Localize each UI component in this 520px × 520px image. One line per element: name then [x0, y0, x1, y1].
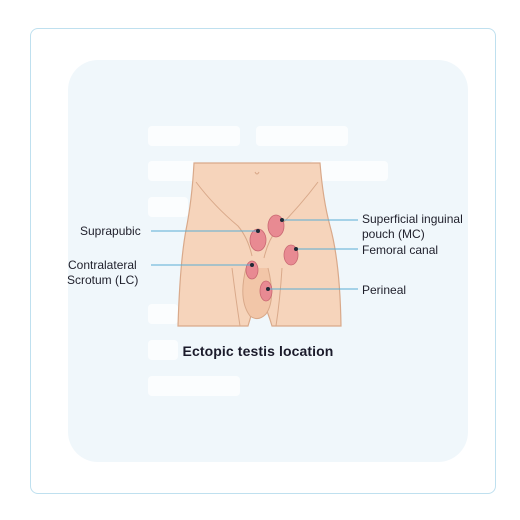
leader-dots — [250, 218, 298, 291]
label-contralateral-line1: Contralateral — [68, 258, 137, 272]
label-superficial-line2: pouch (MC) — [362, 227, 425, 241]
label-perineal: Perineal — [362, 283, 407, 297]
left-groin-crease — [195, 181, 253, 257]
femoral-dot — [294, 247, 298, 251]
superficial-inguinal-testis — [267, 214, 285, 238]
placeholder-bar — [148, 304, 178, 324]
contralateral-dot — [250, 263, 254, 267]
placeholder-bar — [148, 376, 240, 396]
placeholder-bar — [310, 161, 388, 181]
label-superficial-line1: Superficial inguinal — [362, 212, 463, 226]
label-suprapubic: Suprapubic — [80, 224, 141, 238]
superficial-dot — [280, 218, 284, 222]
placeholder-bar — [148, 197, 188, 217]
placeholder-bar — [148, 161, 196, 181]
left-thigh-line — [231, 267, 241, 327]
label-femoral: Femoral canal — [362, 243, 439, 257]
label-contralateral-line2: Scrotum (LC) — [67, 273, 139, 287]
placeholder-bar — [148, 126, 240, 146]
perineal-dot — [266, 287, 270, 291]
right-thigh-line — [275, 267, 283, 327]
navel — [254, 171, 260, 175]
figure-title: Ectopic testis location — [182, 343, 334, 359]
placeholder-bar — [148, 340, 178, 360]
perineal-testis — [259, 280, 273, 302]
suprapubic-dot — [256, 229, 260, 233]
placeholder-bar — [256, 126, 348, 146]
leader-lines — [151, 219, 358, 290]
